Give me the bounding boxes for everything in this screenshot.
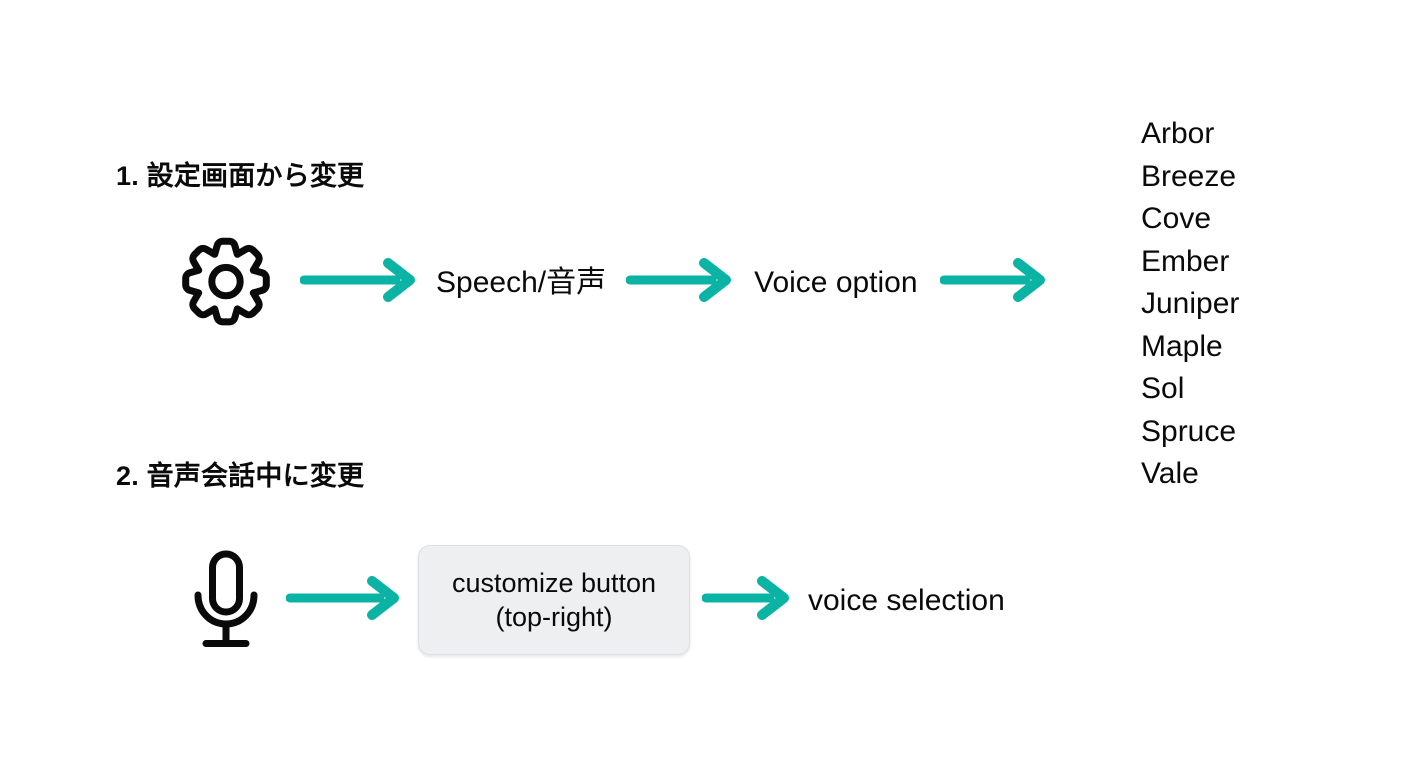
voice-list-item[interactable]: Vale: [1141, 457, 1199, 490]
customize-button-label-line1: customize button: [451, 567, 657, 598]
node-voice-option: Voice option: [754, 265, 918, 299]
voice-chat-flow-row: customize button (top-right) voice selec…: [180, 540, 1005, 660]
voice-list-item[interactable]: Ember: [1141, 244, 1230, 278]
voice-options-list: Arbor Breeze Cove Ember Juniper Maple So…: [1141, 113, 1239, 496]
arrow-right-icon: [701, 575, 794, 626]
arrow-right-icon: [285, 575, 404, 626]
arrow-right-icon: [625, 257, 736, 308]
section-1-heading: 1. 設定画面から変更: [116, 161, 365, 191]
gear-icon: [170, 232, 282, 332]
node-voice-selection: voice selection: [808, 583, 1005, 617]
node-speech-audio: Speech/音声: [436, 265, 607, 299]
voice-list-item[interactable]: Arbor: [1141, 117, 1215, 150]
voice-list-item[interactable]: Sol: [1141, 372, 1185, 405]
voice-list-item[interactable]: Spruce: [1141, 414, 1237, 448]
voice-list-item[interactable]: Cove: [1141, 202, 1212, 235]
customize-button-label-line2: (top-right): [495, 602, 613, 632]
settings-flow-row: Speech/音声 Voice option: [170, 232, 1066, 332]
microphone-icon: [180, 540, 272, 660]
voice-list-item[interactable]: Juniper: [1141, 287, 1240, 320]
customize-button-node[interactable]: customize button (top-right): [418, 545, 690, 655]
voice-list-item[interactable]: Breeze: [1141, 159, 1237, 193]
arrow-right-icon: [939, 257, 1050, 308]
arrow-right-icon: [299, 257, 420, 308]
voice-list-item[interactable]: Maple: [1141, 329, 1223, 363]
section-2-heading: 2. 音声会話中に変更: [116, 461, 365, 491]
